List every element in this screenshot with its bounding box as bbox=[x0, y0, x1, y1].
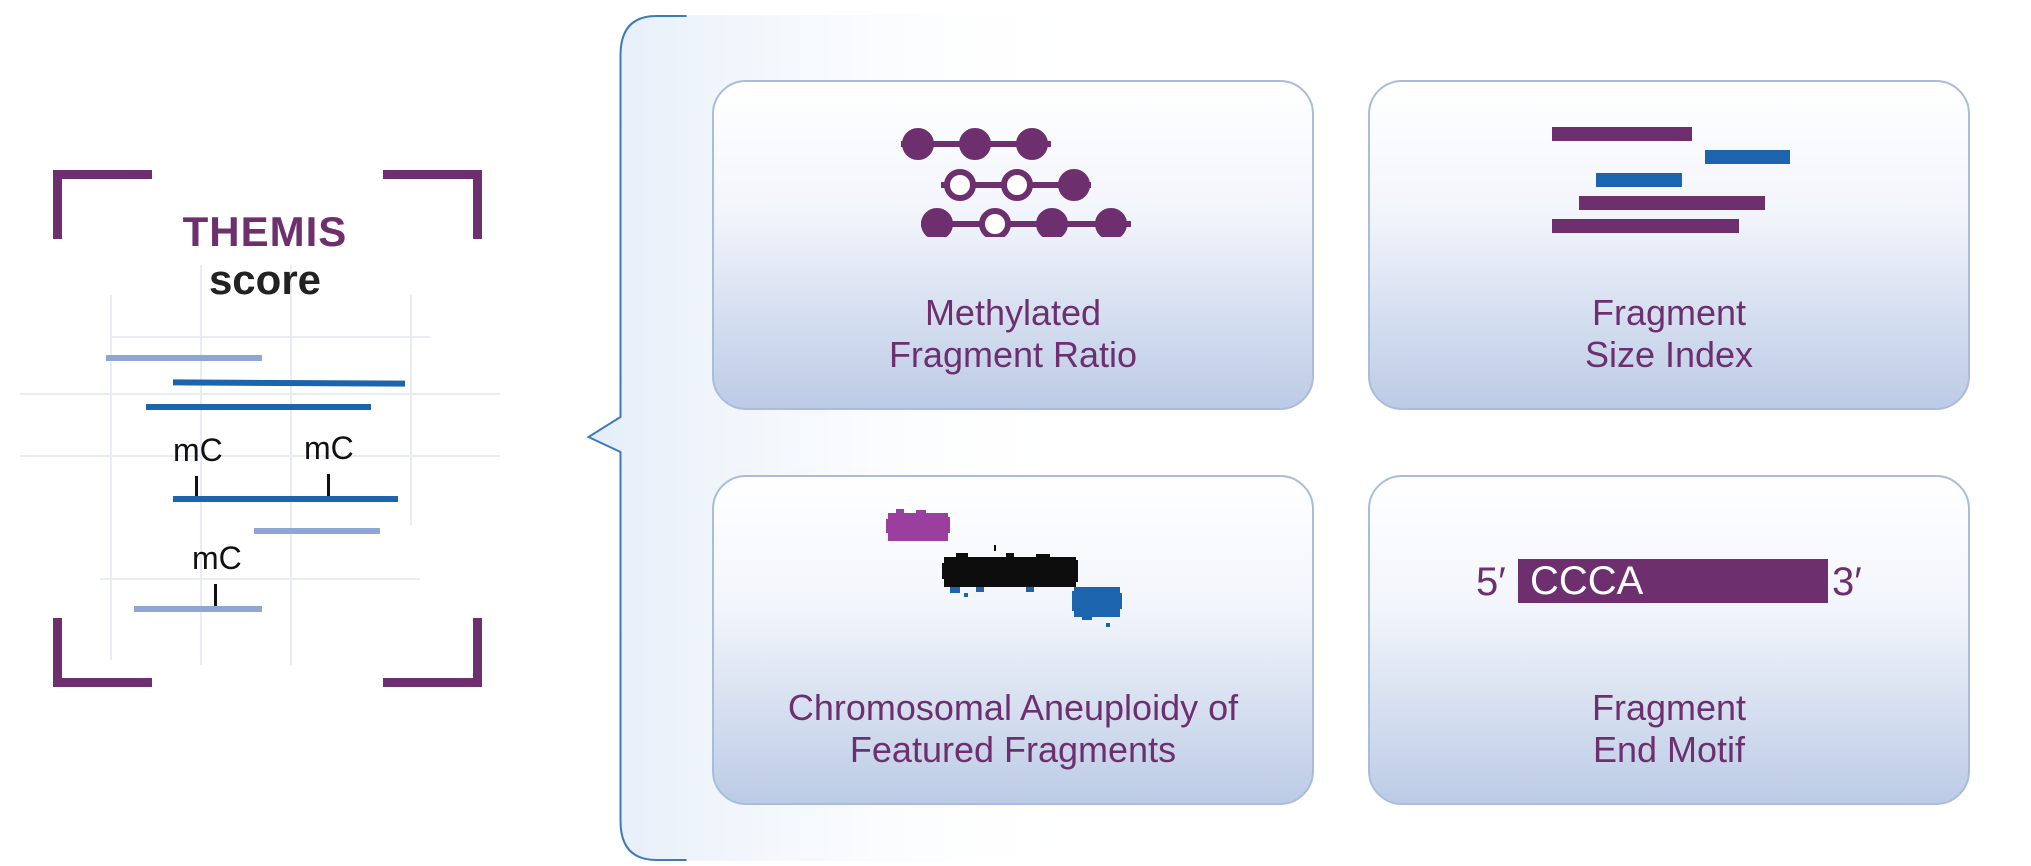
fragment-line bbox=[172, 379, 406, 387]
methylation-fragments-icon bbox=[901, 128, 1131, 237]
frame-corner-top-right bbox=[383, 170, 482, 239]
frame-corner-top-left bbox=[53, 170, 152, 239]
card-label-line1: Fragment bbox=[1591, 292, 1747, 333]
card-label-line1: Chromosomal Aneuploidy of bbox=[787, 687, 1239, 728]
five-prime-label: 5′ bbox=[1476, 560, 1506, 604]
grid-line bbox=[290, 265, 292, 665]
methylation-tick bbox=[195, 476, 198, 498]
card-label-line2: End Motif bbox=[1592, 729, 1746, 770]
card-chromosomal-aneuploidy: Chromosomal Aneuploidy of Featured Fragm… bbox=[712, 475, 1314, 805]
methylation-tick bbox=[327, 474, 330, 496]
fragment-line bbox=[146, 404, 371, 410]
card-label-line1: Fragment bbox=[1591, 687, 1747, 728]
mc-label: mC bbox=[173, 432, 223, 468]
card-label: Fragment End Motif bbox=[1370, 687, 1968, 771]
grid-line bbox=[20, 455, 500, 457]
card-fragment-size-index: Fragment Size Index bbox=[1368, 80, 1970, 410]
card-label-line2: Featured Fragments bbox=[849, 729, 1177, 770]
themis-title: THEMIS bbox=[182, 208, 348, 255]
fragment-line bbox=[106, 355, 262, 361]
card-label: Chromosomal Aneuploidy of Featured Fragm… bbox=[714, 687, 1312, 771]
end-motif-icon: 5′ CCCA 3′ bbox=[1476, 559, 1866, 605]
score-subtitle: score bbox=[208, 256, 322, 303]
motif-sequence: CCCA bbox=[1530, 559, 1644, 603]
card-label-line2: Size Index bbox=[1584, 334, 1754, 375]
card-label: Fragment Size Index bbox=[1370, 292, 1968, 376]
fragment-line bbox=[173, 496, 398, 502]
card-methylated-fragment-ratio: Methylated Fragment Ratio bbox=[712, 80, 1314, 410]
mc-label: mC bbox=[304, 430, 354, 466]
card-label: Methylated Fragment Ratio bbox=[714, 292, 1312, 376]
card-label-line1: Methylated bbox=[924, 292, 1102, 333]
fragment-line bbox=[134, 606, 262, 612]
fragment-line bbox=[254, 528, 380, 534]
card-fragment-end-motif: 5′ CCCA 3′ Fragment End Motif bbox=[1368, 475, 1970, 805]
fragment-size-bars-icon bbox=[1552, 127, 1790, 233]
three-prime-label: 3′ bbox=[1832, 560, 1862, 604]
grid-line bbox=[200, 265, 202, 665]
mc-label: mC bbox=[192, 540, 242, 576]
frame-corner-bottom-left bbox=[53, 618, 152, 687]
card-label-line2: Fragment Ratio bbox=[888, 334, 1138, 375]
grid-line bbox=[100, 578, 420, 580]
methylation-tick bbox=[214, 584, 217, 606]
grid-line bbox=[110, 295, 112, 660]
frame-corner-bottom-right bbox=[383, 618, 482, 687]
grid-line bbox=[410, 295, 412, 525]
themis-score-graphic: THEMIS score mC mC mC bbox=[0, 0, 560, 866]
grid-line bbox=[20, 393, 500, 395]
motif-bar: CCCA bbox=[1518, 559, 1828, 603]
aneuploidy-scatter-icon bbox=[886, 509, 1122, 627]
grid-line bbox=[110, 336, 430, 338]
